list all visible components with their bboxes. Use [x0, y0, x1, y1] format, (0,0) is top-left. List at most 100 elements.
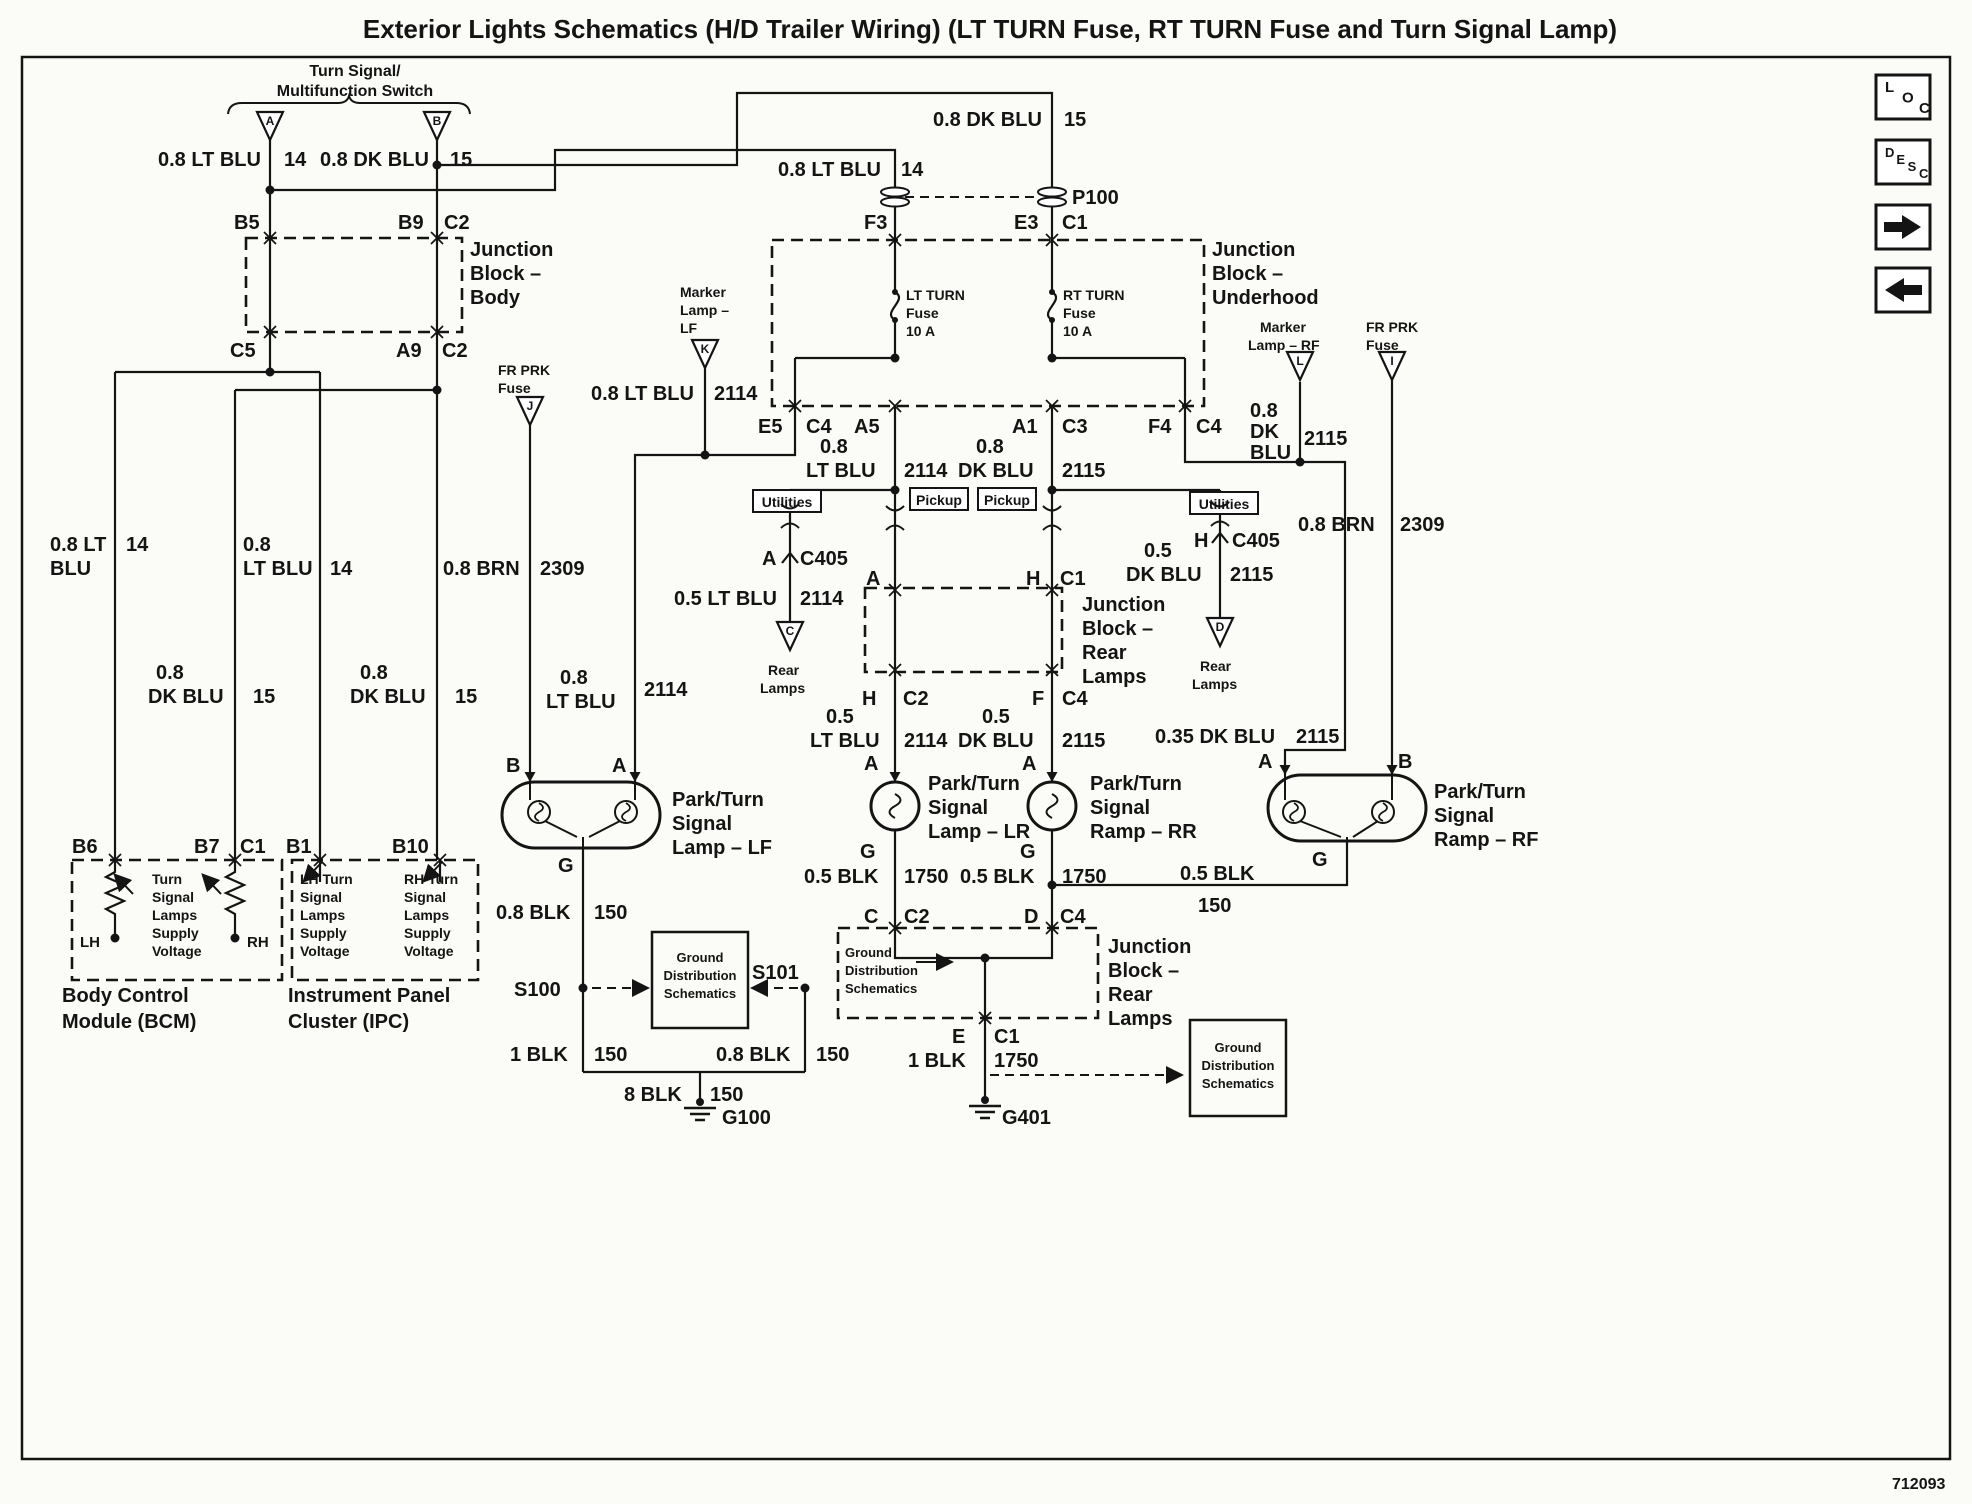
- junction-dot: [110, 933, 120, 943]
- ipc-box: [290, 858, 480, 982]
- text-label: Lamps: [1108, 1008, 1172, 1030]
- text-label: 2114: [904, 730, 948, 752]
- desc-button[interactable]: [1874, 138, 1932, 186]
- fuse-dot: [892, 317, 898, 323]
- text-label: A: [1258, 751, 1272, 773]
- text-label: Junction: [1082, 594, 1165, 616]
- text-label: G401: [1002, 1107, 1051, 1129]
- connector-letter: J: [527, 399, 534, 413]
- connector-d: [1205, 616, 1235, 649]
- text-label: DK BLU: [958, 730, 1034, 752]
- text-label: 15: [253, 686, 275, 708]
- text-label: 10 A: [906, 323, 935, 339]
- text-label: 1750: [994, 1050, 1039, 1072]
- text-label: Fuse: [906, 305, 939, 321]
- text-label: Lamps: [300, 907, 345, 923]
- text-label: 0.8: [1250, 400, 1278, 422]
- text-label: Lamps: [1082, 666, 1146, 688]
- text-label: 2309: [1400, 514, 1445, 536]
- text-label: B1: [286, 836, 312, 858]
- connector-c: [775, 620, 805, 653]
- utilities-label: Utilities: [1199, 496, 1250, 512]
- text-label: 15: [455, 686, 477, 708]
- text-label: LT BLU: [810, 730, 880, 752]
- text-label: LT TURN: [906, 287, 965, 303]
- text-label: Body Control: [62, 985, 189, 1007]
- text-label: Signal: [152, 889, 194, 905]
- terminal-arrow: [1386, 765, 1398, 775]
- text-label: Park/Turn: [1434, 781, 1526, 803]
- text-label: Lamps: [404, 907, 449, 923]
- connector-letter: C: [786, 624, 795, 638]
- text-label: S100: [514, 979, 561, 1001]
- break-symbol: [1210, 520, 1230, 527]
- connector-letter: L: [1296, 354, 1303, 368]
- utilities-tag: [1189, 491, 1259, 515]
- pin-mark: [888, 583, 902, 597]
- inline-connector-icon: [1211, 531, 1229, 544]
- text-label: H: [862, 688, 876, 710]
- connector-a: [255, 110, 285, 143]
- junction-dot: [890, 485, 900, 495]
- lamp-rf-outline: [1266, 773, 1428, 843]
- text-label: Lamp – RF: [1248, 337, 1320, 353]
- desc-button-letter: C: [1919, 166, 1929, 181]
- loc-button[interactable]: [1874, 73, 1932, 121]
- text-label: G: [860, 841, 876, 863]
- connector-letter: I: [1390, 354, 1393, 368]
- text-label: Voltage: [404, 943, 454, 959]
- text-label: Rear: [1108, 984, 1153, 1006]
- text-label: 150: [1198, 895, 1231, 917]
- reference-arrow: [201, 873, 222, 895]
- text-label: DK BLU: [958, 460, 1034, 482]
- text-label: S101: [752, 962, 799, 984]
- text-label: Turn: [152, 871, 182, 887]
- wire: [985, 928, 1054, 960]
- text-label: B10: [392, 836, 429, 858]
- text-label: Marker: [680, 284, 726, 300]
- text-label: DK BLU: [350, 686, 426, 708]
- bulb-filament: [1289, 802, 1299, 822]
- text-label: 0.8 BRN: [1298, 514, 1375, 536]
- text-label: G: [1312, 849, 1328, 871]
- text-label: Underhood: [1212, 287, 1319, 309]
- text-label: C1: [994, 1026, 1020, 1048]
- text-label: Fuse: [498, 380, 531, 396]
- reference-arrow: [302, 861, 323, 883]
- text-label: 0.8 LT BLU: [158, 149, 261, 171]
- text-label: E3: [1014, 212, 1038, 234]
- text-label: Rear: [1082, 642, 1127, 664]
- fuse-dot: [892, 289, 898, 295]
- wire: [270, 148, 897, 240]
- text-label: 1 BLK: [908, 1050, 966, 1072]
- text-label: BLU: [1250, 442, 1291, 464]
- text-label: 0.8: [560, 667, 588, 689]
- junction-dot: [1047, 880, 1057, 890]
- pin-mark: [430, 231, 444, 245]
- text-label: 0.8 BLK: [716, 1044, 791, 1066]
- text-label: Lamp – LR: [928, 821, 1031, 843]
- text-label: Distribution: [664, 968, 737, 983]
- terminal-arrow: [629, 772, 641, 782]
- break-symbol: [1042, 524, 1062, 531]
- pin-mark: [888, 663, 902, 677]
- text-label: 0.8: [243, 534, 271, 556]
- break-symbol: [780, 503, 800, 510]
- text-label: A1: [1012, 416, 1038, 438]
- junction-dot: [1047, 485, 1057, 495]
- text-label: 0.5 LT BLU: [674, 588, 777, 610]
- pickup-tag: [909, 487, 969, 511]
- text-label: P100: [1072, 187, 1119, 209]
- text-label: Ground: [845, 945, 892, 960]
- text-label: LT BLU: [806, 460, 876, 482]
- fuse-element: [1046, 291, 1058, 321]
- text-label: 0.5 BLK: [960, 866, 1035, 888]
- text-label: LH Turn: [300, 871, 353, 887]
- connector-half-icon: [1037, 196, 1067, 208]
- junction-dot: [1295, 457, 1305, 467]
- text-label: A9: [396, 340, 422, 362]
- arrow-right-icon: [1884, 215, 1921, 239]
- text-label: Block –: [1212, 263, 1283, 285]
- bulb-filament: [621, 802, 631, 822]
